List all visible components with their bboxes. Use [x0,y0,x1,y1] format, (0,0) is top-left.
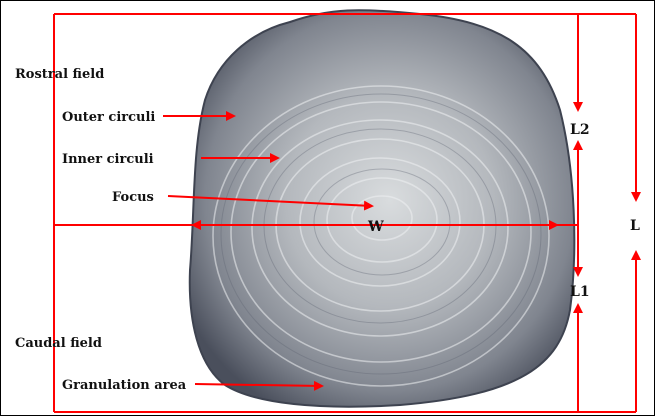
l1-label: L1 [570,284,590,300]
total-length-label: L [630,218,640,234]
outer-circuli-label: Outer circuli [62,110,155,125]
scale-body [190,10,575,406]
width-label: W [367,219,384,235]
inner-circuli-label: Inner circuli [62,152,154,167]
focus-label: Focus [112,190,154,205]
caudal-field-label: Caudal field [15,336,102,351]
fish-scale [190,10,575,406]
l2-label: L2 [570,122,590,138]
granulation-area-label: Granulation area [62,378,187,393]
rostral-field-label: Rostral field [15,67,104,82]
